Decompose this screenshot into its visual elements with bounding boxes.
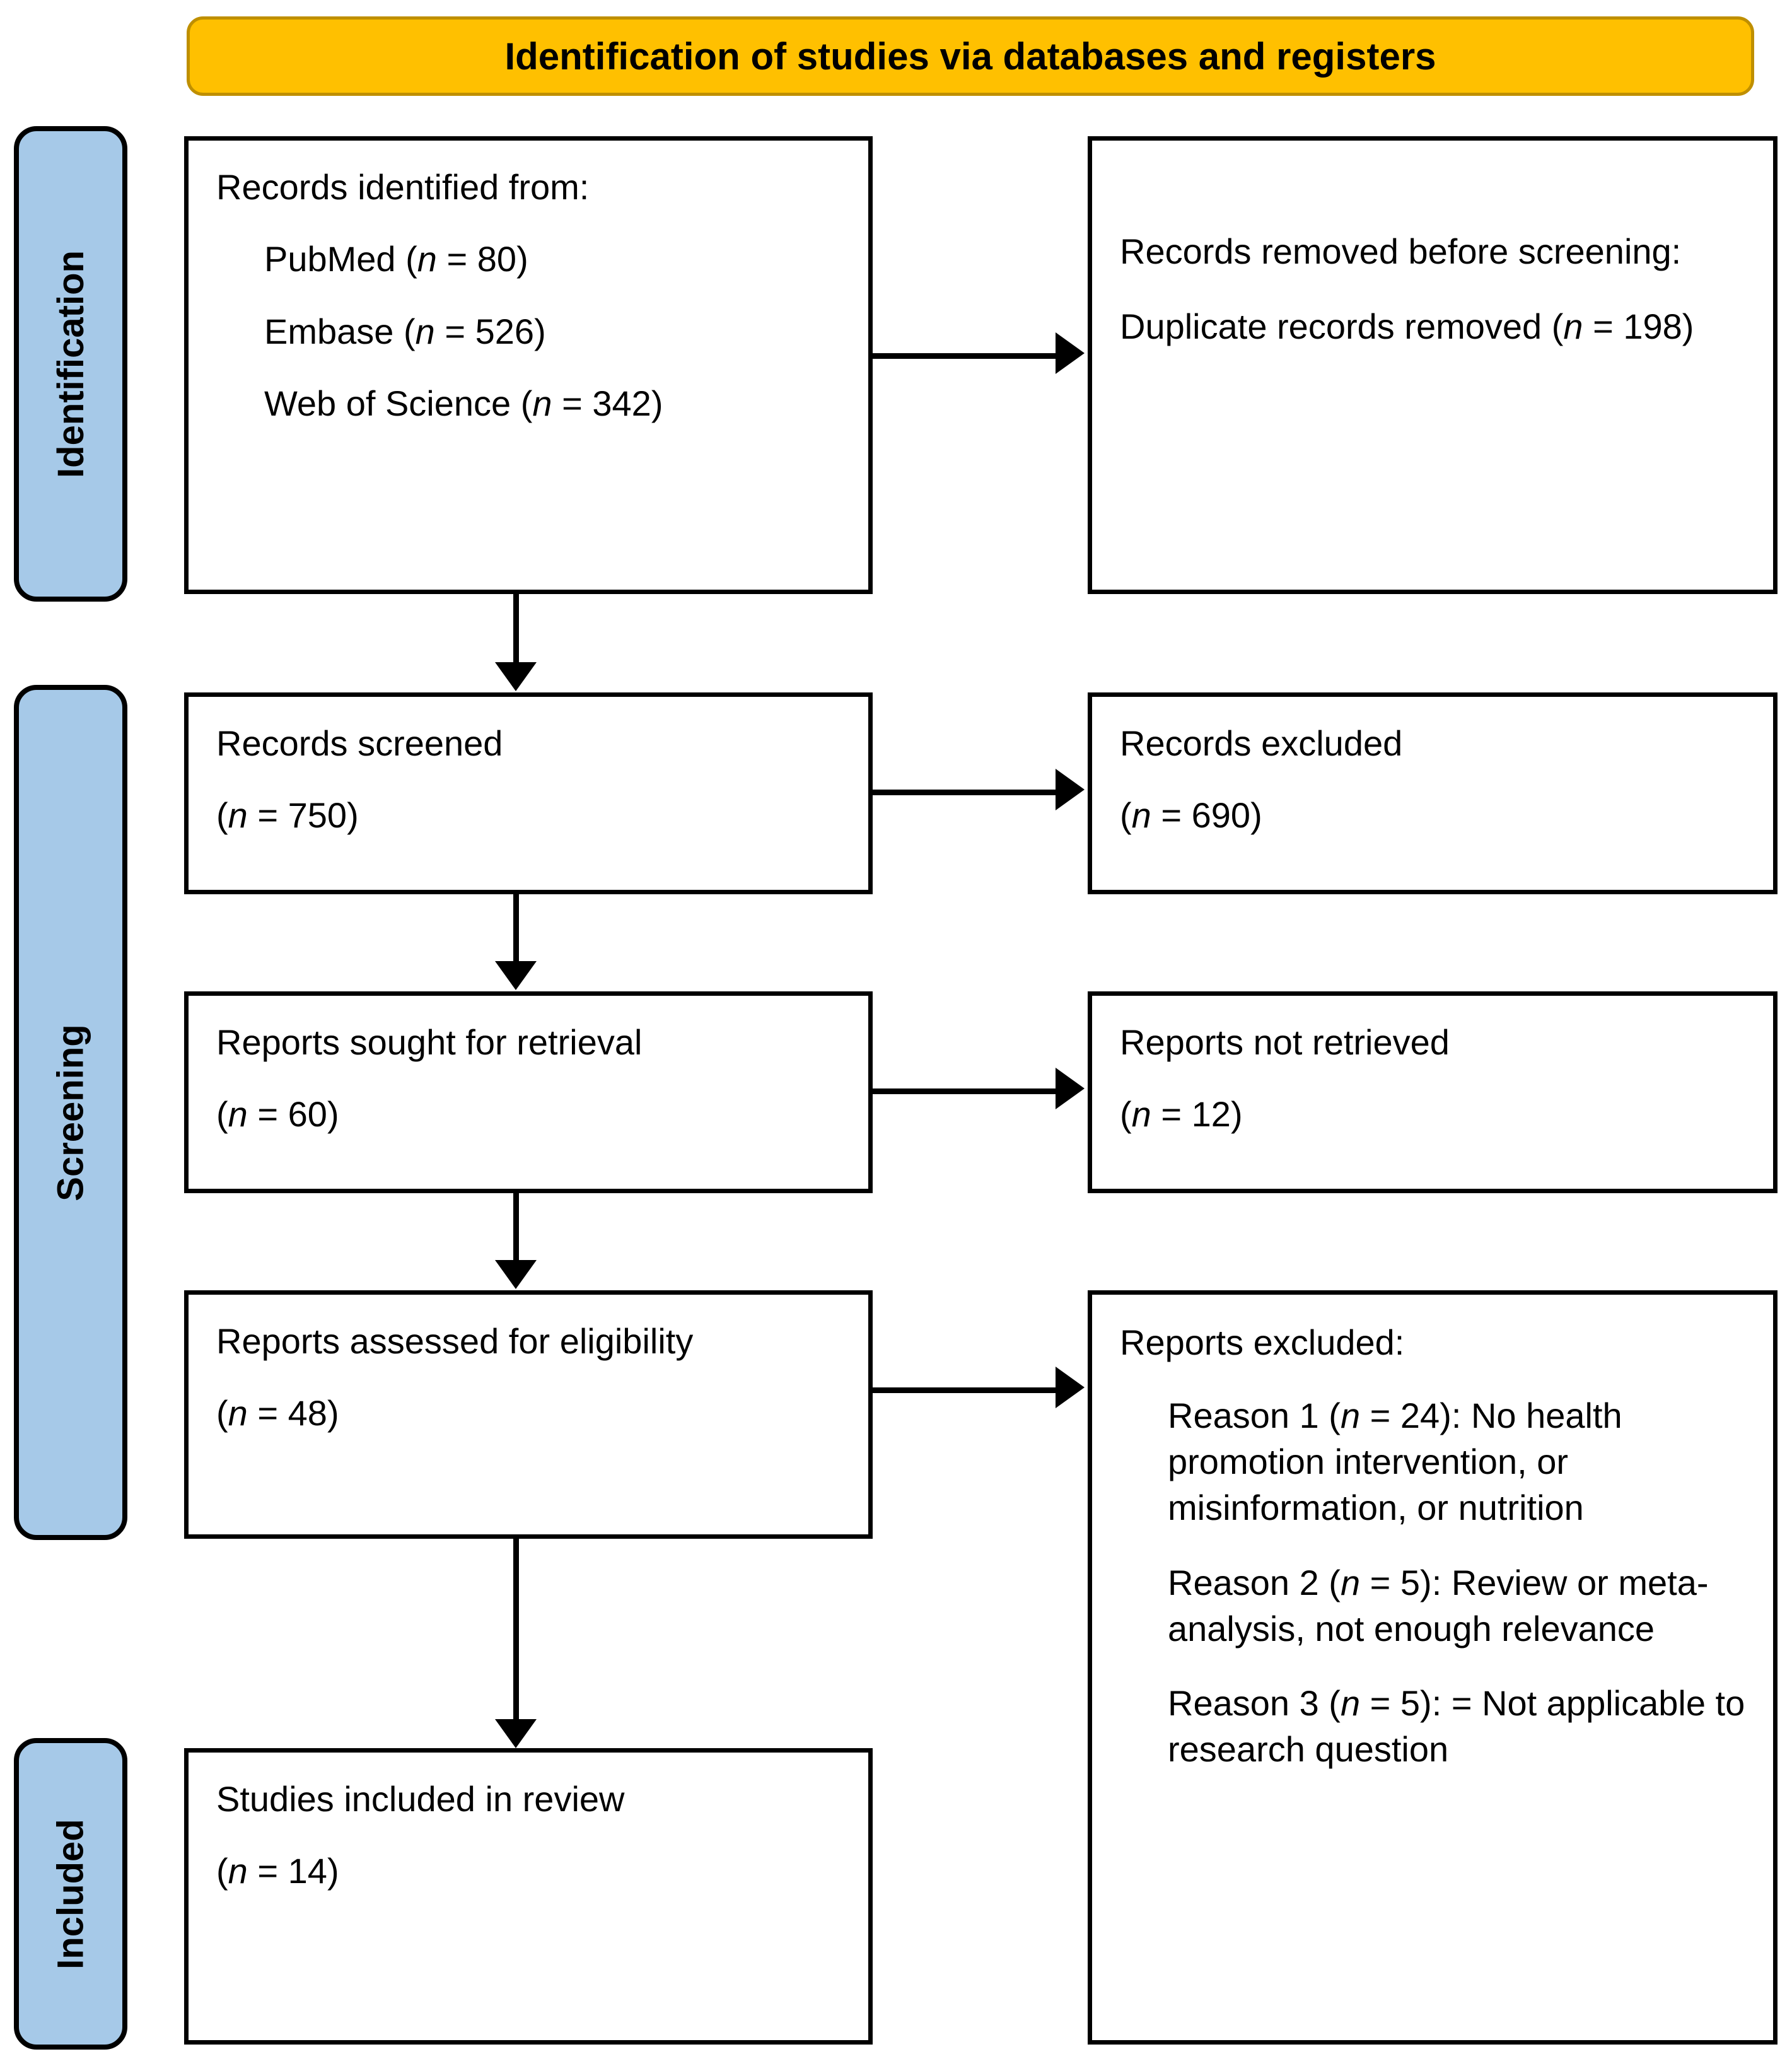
reports-assessed-n: 48 xyxy=(288,1393,327,1433)
italic-n: n xyxy=(1340,1562,1361,1602)
italic-n: n xyxy=(1340,1396,1361,1436)
records-excluded-n: 690 xyxy=(1191,795,1251,836)
studies-included-label: Studies included in review xyxy=(216,1779,625,1819)
stage-label-included: Included xyxy=(14,1738,127,2050)
source-embase-name: Embase xyxy=(264,311,394,351)
stage-label-identification: Identification xyxy=(14,126,127,602)
stage-label-screening-text: Screening xyxy=(50,1024,91,1201)
box-reports-assessed: Reports assessed for eligibility (n = 48… xyxy=(184,1290,873,1539)
arrow-identified-to-screened-line xyxy=(513,594,519,663)
reports-not-retrieved-n: 12 xyxy=(1191,1094,1231,1135)
reports-not-retrieved-count: (n = 12) xyxy=(1120,1094,1243,1135)
stage-label-included-text: Included xyxy=(50,1818,91,1969)
stage-label-screening: Screening xyxy=(14,685,127,1540)
records-screened-n: 750 xyxy=(288,795,347,836)
box-studies-included: Studies included in review (n = 14) xyxy=(184,1748,873,2045)
records-removed-detail-suffix: = 198) xyxy=(1583,306,1694,346)
italic-n: n xyxy=(1131,1094,1151,1135)
italic-n: n xyxy=(1563,306,1583,346)
records-excluded-label: Records excluded xyxy=(1120,723,1403,763)
box-records-excluded: Records excluded (n = 690) xyxy=(1088,692,1777,894)
source-pubmed: PubMed (n = 80) xyxy=(264,239,528,279)
arrow-identified-to-removed-line xyxy=(873,353,1056,359)
reason-3-suffix: = 5): = Not applicable to research quest… xyxy=(1168,1683,1745,1770)
exclusion-reason-2: Reason 2 (n = 5): Review or meta-analysi… xyxy=(1168,1560,1752,1652)
italic-n: n xyxy=(417,239,437,279)
arrow-sought-to-notretrieved-head xyxy=(1056,1068,1085,1109)
arrow-screened-to-excluded-line xyxy=(873,790,1056,795)
reason-1-prefix: Reason 1 ( xyxy=(1168,1396,1341,1436)
box-records-removed: Records removed before screening: Duplic… xyxy=(1088,136,1777,594)
italic-n: n xyxy=(228,1094,248,1135)
source-wos: Web of Science (n = 342) xyxy=(264,383,663,423)
arrow-sought-to-assessed-line xyxy=(513,1193,519,1261)
arrow-assessed-to-included-head xyxy=(495,1719,537,1748)
arrow-assessed-to-included-line xyxy=(513,1539,519,1720)
box-reports-excluded: Reports excluded: Reason 1 (n = 24): No … xyxy=(1088,1290,1777,2045)
exclusion-reason-1: Reason 1 (n = 24): No health promotion i… xyxy=(1168,1393,1752,1531)
italic-n: n xyxy=(1340,1683,1361,1724)
stage-label-identification-text: Identification xyxy=(50,250,91,478)
arrow-assessed-to-excluded-head xyxy=(1056,1367,1085,1408)
source-wos-name: Web of Science xyxy=(264,383,511,423)
source-wos-count: 342 xyxy=(592,383,651,423)
records-screened-count: (n = 750) xyxy=(216,795,359,836)
records-removed-detail-prefix: Duplicate records removed ( xyxy=(1120,306,1564,346)
arrow-identified-to-screened-head xyxy=(495,662,537,691)
arrow-sought-to-assessed-head xyxy=(495,1260,537,1289)
arrow-screened-to-sought-head xyxy=(495,961,537,990)
box-reports-not-retrieved: Reports not retrieved (n = 12) xyxy=(1088,991,1777,1193)
italic-n: n xyxy=(1131,795,1151,836)
arrow-screened-to-excluded-head xyxy=(1056,769,1085,810)
italic-n: n xyxy=(228,795,248,836)
records-identified-heading: Records identified from: xyxy=(216,167,590,207)
box-reports-sought: Reports sought for retrieval (n = 60) xyxy=(184,991,873,1193)
source-embase: Embase (n = 526) xyxy=(264,311,546,351)
arrow-assessed-to-excluded-line xyxy=(873,1387,1056,1393)
records-removed-detail: Duplicate records removed (n = 198) xyxy=(1120,304,1752,350)
reports-excluded-heading: Reports excluded: xyxy=(1120,1322,1405,1362)
diagram-title-banner: Identification of studies via databases … xyxy=(187,16,1754,96)
reports-not-retrieved-label: Reports not retrieved xyxy=(1120,1022,1450,1062)
records-screened-label: Records screened xyxy=(216,723,503,763)
reports-sought-label: Reports sought for retrieval xyxy=(216,1022,643,1062)
arrow-sought-to-notretrieved-line xyxy=(873,1088,1056,1094)
arrow-screened-to-sought-line xyxy=(513,894,519,962)
arrow-identified-to-removed-head xyxy=(1056,332,1085,374)
reason-1-suffix: = 24): No health promotion intervention,… xyxy=(1168,1396,1622,1527)
studies-included-count: (n = 14) xyxy=(216,1851,339,1891)
source-embase-count: 526 xyxy=(475,311,535,351)
records-removed-heading: Records removed before screening: xyxy=(1120,231,1682,271)
box-records-screened: Records screened (n = 750) xyxy=(184,692,873,894)
reports-assessed-label: Reports assessed for eligibility xyxy=(216,1321,694,1361)
box-records-identified: Records identified from: PubMed (n = 80)… xyxy=(184,136,873,594)
diagram-title: Identification of studies via databases … xyxy=(504,35,1436,78)
reports-sought-count: (n = 60) xyxy=(216,1094,339,1135)
source-pubmed-name: PubMed xyxy=(264,239,396,279)
reports-assessed-count: (n = 48) xyxy=(216,1393,339,1433)
studies-included-n: 14 xyxy=(288,1851,327,1891)
italic-n: n xyxy=(228,1393,248,1433)
exclusion-reason-3: Reason 3 (n = 5): = Not applicable to re… xyxy=(1168,1681,1752,1773)
records-excluded-count: (n = 690) xyxy=(1120,795,1262,836)
reason-2-suffix: = 5): Review or meta-analysis, not enoug… xyxy=(1168,1562,1709,1648)
italic-n: n xyxy=(532,383,552,423)
reason-2-prefix: Reason 2 ( xyxy=(1168,1562,1341,1602)
italic-n: n xyxy=(415,311,435,351)
italic-n: n xyxy=(228,1851,248,1891)
source-pubmed-count: 80 xyxy=(477,239,517,279)
reason-3-prefix: Reason 3 ( xyxy=(1168,1683,1341,1724)
reports-sought-n: 60 xyxy=(288,1094,327,1135)
